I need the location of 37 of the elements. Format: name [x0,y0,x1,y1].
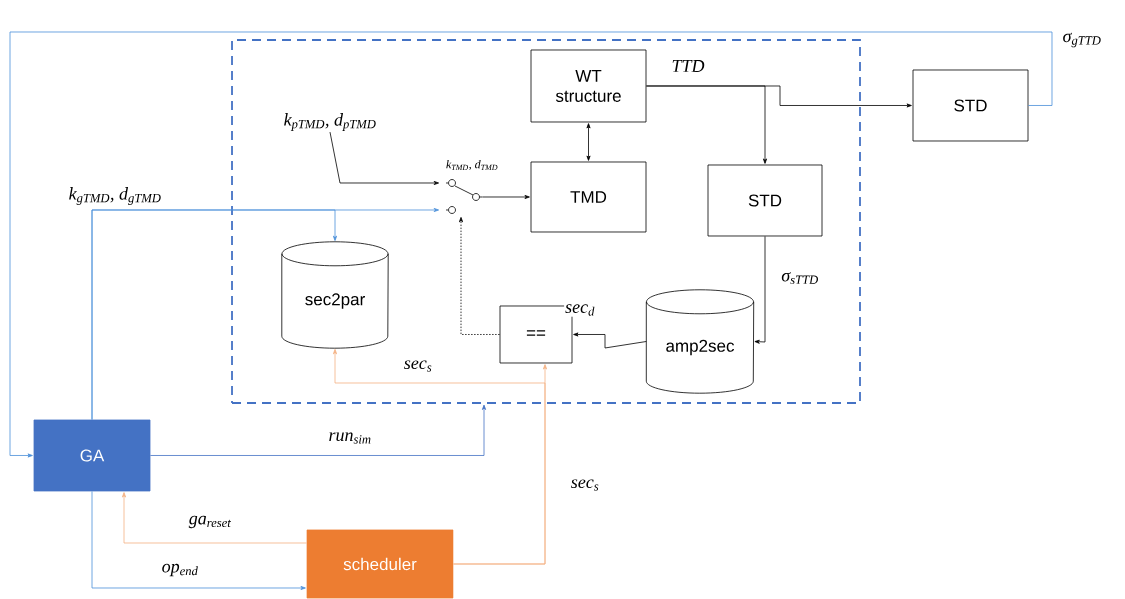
switch-label: k$_{TMD}$, d$_{TMD}$ [446,159,498,171]
process-box: GA [33,419,151,492]
input-label: k$_{pTMD}$, d$_{pTMD}$ [284,113,376,131]
arrow [573,332,647,349]
process-box: TMD [530,161,647,233]
arrow [586,123,591,161]
edge-label: k$_{gTMD}$, d$_{gTMD}$ [67,186,163,206]
edge-label: op$_{end}$ [160,562,200,578]
node-label: amp2sec [666,339,735,356]
arrow [91,491,306,590]
arrow [329,131,439,185]
edge-label: σ$_{sTTD}$ [780,271,820,285]
database-cylinder: sec2par [281,241,389,349]
arrow [459,217,500,335]
edge-label: run$_{sim}$ [327,431,373,445]
edge-label: sec$_{s}$ [402,359,434,373]
edge-label: sec$_{s}$ [569,478,601,492]
arrow [91,209,337,420]
process-box: scheduler [306,529,454,599]
arrow [481,195,530,199]
process-box: STD [707,164,823,237]
arrow [122,492,307,544]
database-cylinder: amp2sec [645,289,755,394]
process-box: STD [912,69,1029,142]
process-box: WT structure [530,49,647,123]
edge-label: sec$_{d}$ [564,303,596,317]
edge-label: ga$_{reset}$ [187,514,233,530]
edge-label: TTD [670,59,706,73]
arrow [9,31,1053,458]
arrow [646,85,767,164]
node-label: sec2par [305,293,365,309]
arrow [150,404,486,456]
simulation-frame [231,39,861,404]
arrow [333,349,546,565]
arrow [754,236,766,344]
switch-symbol [445,179,483,214]
edge-label: σ$_{gTTD}$ [1061,31,1103,49]
